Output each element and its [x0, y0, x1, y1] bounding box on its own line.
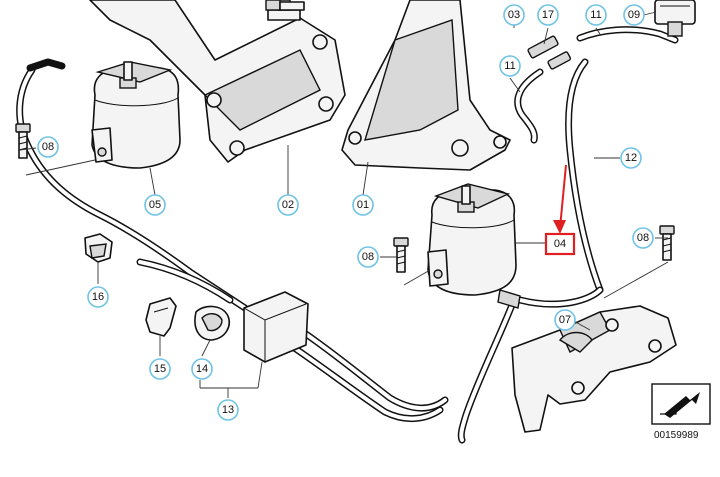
svg-text:04: 04 [554, 238, 566, 250]
vacuum-hose-12 [516, 58, 604, 308]
svg-text:16: 16 [92, 291, 104, 303]
callout-11-top: 11 [585, 4, 607, 26]
callout-17: 17 [537, 4, 559, 26]
callout-08-right: 08 [632, 227, 654, 249]
bolt-08-center [393, 237, 409, 273]
red-arrow [553, 164, 567, 234]
clip-15 [145, 297, 177, 337]
svg-text:05: 05 [149, 199, 161, 211]
svg-text:08: 08 [362, 251, 374, 263]
callout-08-center: 08 [357, 246, 379, 268]
svg-text:03: 03 [508, 9, 520, 21]
damper-block-13 [243, 291, 309, 363]
callout-15: 15 [149, 358, 171, 380]
svg-text:11: 11 [504, 60, 515, 72]
callout-04-highlighted: 04 [544, 232, 576, 256]
callout-01: 01 [352, 194, 374, 216]
svg-text:08: 08 [637, 232, 649, 244]
engine-mount-05 [91, 61, 181, 169]
callout-11-mid: 11 [499, 55, 521, 77]
callout-03: 03 [503, 4, 525, 26]
bracket-02 [89, 0, 346, 163]
svg-text:11: 11 [590, 9, 601, 21]
callout-13: 13 [217, 399, 239, 421]
svg-text:01: 01 [357, 199, 369, 211]
diagram-code: 00159989 [654, 430, 699, 441]
callout-05: 05 [144, 194, 166, 216]
clip-14 [194, 305, 230, 341]
vacuum-hose-13 [16, 58, 449, 422]
callout-12: 12 [620, 147, 642, 169]
bolt-08-left [15, 123, 31, 159]
clip-16 [84, 233, 113, 263]
leader-lines [19, 11, 669, 398]
svg-text:02: 02 [282, 199, 294, 211]
callout-02: 02 [277, 194, 299, 216]
callout-09: 09 [623, 4, 645, 26]
callout-14: 14 [191, 358, 213, 380]
callout-08-left: 08 [37, 136, 59, 158]
svg-text:14: 14 [196, 363, 208, 375]
bolt-08-right [659, 225, 675, 261]
solenoid-valve-09 [654, 0, 696, 37]
svg-text:15: 15 [154, 363, 166, 375]
direction-indicator [651, 383, 711, 425]
bolt-top-bracket [265, 0, 305, 11]
vacuum-hose-lower [457, 301, 516, 444]
bracket-01 [341, 0, 511, 171]
svg-text:07: 07 [559, 314, 571, 326]
svg-text:08: 08 [42, 141, 54, 153]
callout-07: 07 [554, 309, 576, 331]
engine-mount-04 [427, 183, 521, 309]
svg-text:17: 17 [542, 9, 554, 21]
svg-text:09: 09 [628, 9, 640, 21]
bracket-07 [511, 305, 677, 433]
connector-17 [527, 35, 572, 70]
svg-text:13: 13 [222, 404, 234, 416]
svg-text:12: 12 [625, 152, 637, 164]
callout-16: 16 [87, 286, 109, 308]
vacuum-hose-11 [514, 26, 679, 144]
